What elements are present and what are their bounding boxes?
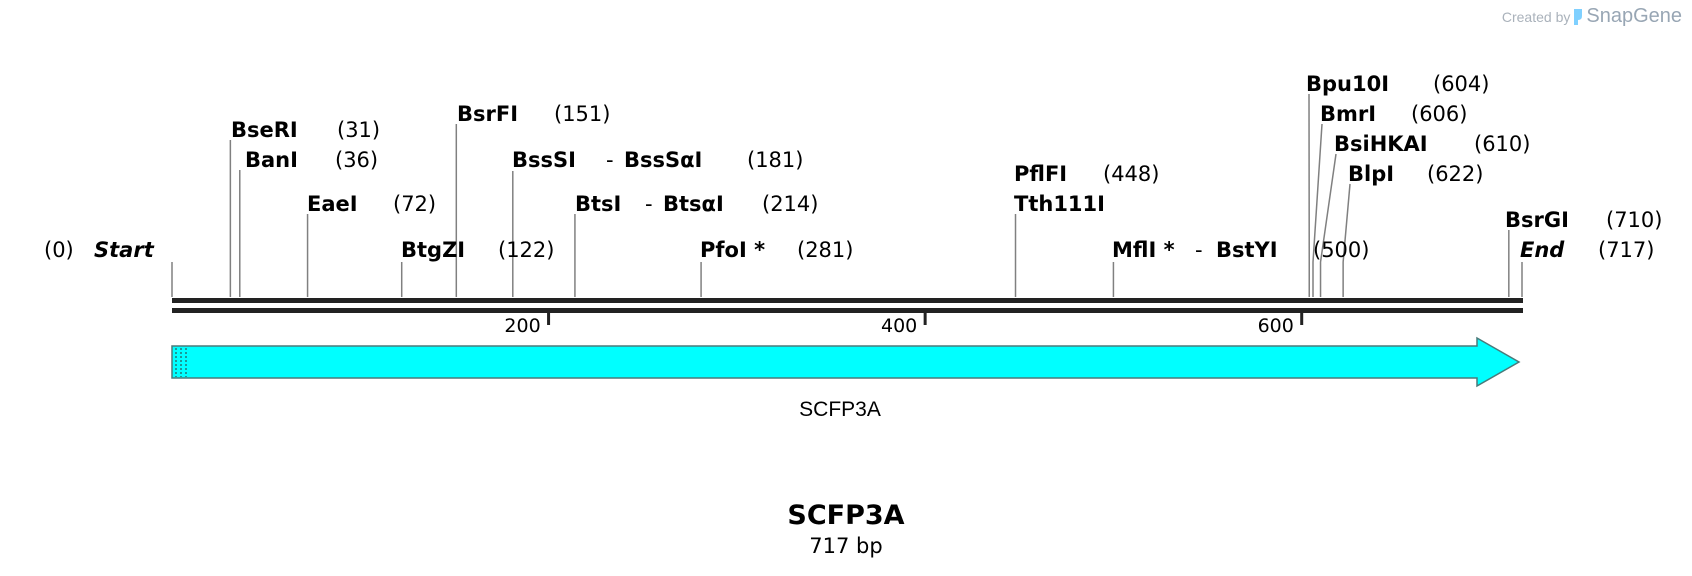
site-name-isoschizomer: BtsαI <box>663 192 724 216</box>
site-position: (710) <box>1606 208 1662 232</box>
map-title: SCFP3A <box>787 500 904 531</box>
site-name: BlpI <box>1348 162 1394 186</box>
site-position: (606) <box>1411 102 1467 126</box>
site-name: BseRI <box>231 118 298 142</box>
ruler-tick-label: 200 <box>504 315 540 337</box>
site-bsihkai[interactable]: BsiHKAI (610) <box>1334 132 1530 156</box>
site-name: MflI * <box>1112 238 1175 262</box>
site-name: BanI <box>245 148 298 172</box>
site-separator: - <box>606 148 614 172</box>
site-pfoi[interactable]: PfoI * (281) <box>700 238 853 262</box>
site-bani[interactable]: BanI (36) <box>245 148 378 172</box>
leader-line-blpi <box>1342 183 1351 297</box>
site-position: (622) <box>1427 162 1483 186</box>
site-position: (214) <box>762 192 818 216</box>
site-mfli[interactable]: MflI * - BstYI (500) <box>1112 238 1369 262</box>
snapgene-logo-icon <box>1574 8 1583 25</box>
site-name: BtsI <box>575 192 621 216</box>
site-name-isoschizomer: BstYI <box>1216 238 1278 262</box>
ruler-tick <box>547 313 551 325</box>
leader-line-bsihkai <box>1319 153 1337 297</box>
site-blpi[interactable]: BlpI (622) <box>1348 162 1483 186</box>
backbone-top-strand <box>172 298 1523 303</box>
leader-lines <box>171 93 1523 297</box>
credit-prefix: Created by <box>1501 8 1571 25</box>
site-name: PflFI <box>1014 162 1067 186</box>
site-bseri[interactable]: BseRI (31) <box>231 118 380 142</box>
site-position: (72) <box>393 192 436 216</box>
credit-brand: SnapGene <box>1586 5 1682 27</box>
leader-line-bmri <box>1312 123 1323 297</box>
ruler-tick <box>923 313 927 325</box>
site-name: BtgZI <box>401 238 465 262</box>
site-position: (604) <box>1433 72 1489 96</box>
site-name: BsrFI <box>457 102 518 126</box>
site-bpu10i[interactable]: Bpu10I (604) <box>1306 72 1489 96</box>
site-eaei[interactable]: EaeI (72) <box>307 192 436 216</box>
site-position: (31) <box>337 118 380 142</box>
site-position: (281) <box>797 238 853 262</box>
site-position: (151) <box>554 102 610 126</box>
feature-arrow[interactable] <box>171 336 1521 388</box>
backbone-bottom-strand <box>172 308 1523 313</box>
site-position: (122) <box>498 238 554 262</box>
site-name: BssSI <box>512 148 576 172</box>
site-separator: - <box>645 192 653 216</box>
ruler-tick-label: 400 <box>881 315 917 337</box>
site-name: EaeI <box>307 192 358 216</box>
map-length: 717 bp <box>809 534 882 558</box>
site-bsrgi[interactable]: BsrGI (710) <box>1505 208 1662 232</box>
site-name: BsiHKAI <box>1334 132 1428 156</box>
site-name-isoschizomer: BssSαI <box>624 148 702 172</box>
site-name: Bpu10I <box>1306 72 1389 96</box>
site-name: BmrI <box>1320 102 1376 126</box>
site-position: (500) <box>1313 238 1369 262</box>
site-position: (36) <box>335 148 378 172</box>
site-bsrfi[interactable]: BsrFI (151) <box>457 102 610 126</box>
site-bmri[interactable]: BmrI (606) <box>1320 102 1467 126</box>
site-btgzi[interactable]: BtgZI (122) <box>401 238 554 262</box>
site-name: Tth111I <box>1014 192 1105 216</box>
feature-scfp3a[interactable]: SCFP3A <box>171 336 1521 421</box>
site-pflfi[interactable]: PflFI (448) <box>1014 162 1159 186</box>
end-position: (717) <box>1598 238 1654 262</box>
ruler-tick <box>1300 313 1304 325</box>
site-tth111i[interactable]: Tth111I <box>1014 192 1105 216</box>
end-label: End <box>1520 238 1565 262</box>
site-position: (610) <box>1474 132 1530 156</box>
site-name: PfoI * <box>700 238 765 262</box>
snapgene-credit: Created by SnapGene <box>1502 5 1682 28</box>
site-separator: - <box>1195 238 1203 262</box>
site-position: (181) <box>747 148 803 172</box>
site-position: (448) <box>1103 162 1159 186</box>
feature-label: SCFP3A <box>799 398 881 421</box>
start-position: (0) <box>44 238 74 262</box>
ruler: 200 400 600 <box>504 313 1304 337</box>
site-btsi[interactable]: BtsI - BtsαI (214) <box>575 192 818 216</box>
site-bsssi[interactable]: BssSI - BssSαI (181) <box>512 148 803 172</box>
ruler-tick-label: 600 <box>1258 315 1294 337</box>
site-name: BsrGI <box>1505 208 1569 232</box>
start-label: Start <box>94 238 155 262</box>
